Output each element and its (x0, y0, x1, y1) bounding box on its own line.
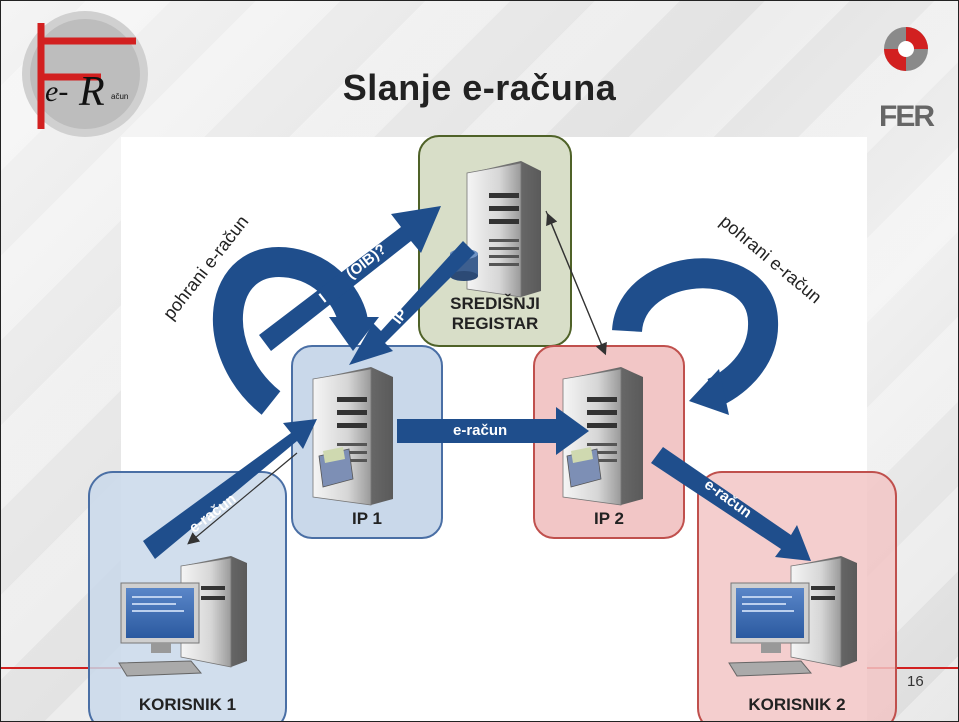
svg-text:e-: e- (45, 75, 68, 108)
korisnik2-computer-icon (728, 556, 857, 677)
thin-arrow-ip1-k1 (187, 452, 298, 545)
registar-label-line1: SREDIŠNJI (450, 294, 540, 313)
slide-title: Slanje e-računa (342, 67, 617, 108)
arrow-k1-ip1 (143, 419, 317, 559)
er-logo: e- R ačun (22, 11, 148, 137)
arrow-ip1-ip2-label: e-račun (453, 422, 508, 439)
ip1-label: IP 1 (352, 509, 382, 528)
korisnik1-label: KORISNIK 1 (138, 695, 237, 714)
ip2-server-icon (562, 367, 643, 506)
korisnik2-label: KORISNIK 2 (748, 695, 846, 714)
arrow-ip1-ip2 (397, 407, 589, 455)
loop-arrow-right (612, 258, 778, 415)
registar-server-icon (450, 161, 541, 298)
arrow-ip-reply (349, 241, 475, 365)
korisnik1-computer-icon (118, 556, 247, 677)
page-number: 16 (907, 673, 924, 690)
arrow-ip2-k2 (651, 447, 811, 561)
registar-label-line2: REGISTAR (451, 314, 539, 333)
ip1-server-icon (312, 367, 393, 506)
thin-arrow-ip2-registry (546, 212, 606, 354)
svg-text:R: R (78, 69, 105, 115)
registar-label: SREDIŠNJI REGISTAR (419, 294, 571, 334)
loop-arrow-left (213, 247, 379, 415)
fer-logo: FER (879, 27, 937, 133)
svg-text:FER: FER (879, 100, 935, 133)
ip2-label: IP 2 (594, 509, 624, 528)
svg-text:ačun: ačun (111, 92, 128, 101)
arrow-query-oib (259, 206, 441, 351)
